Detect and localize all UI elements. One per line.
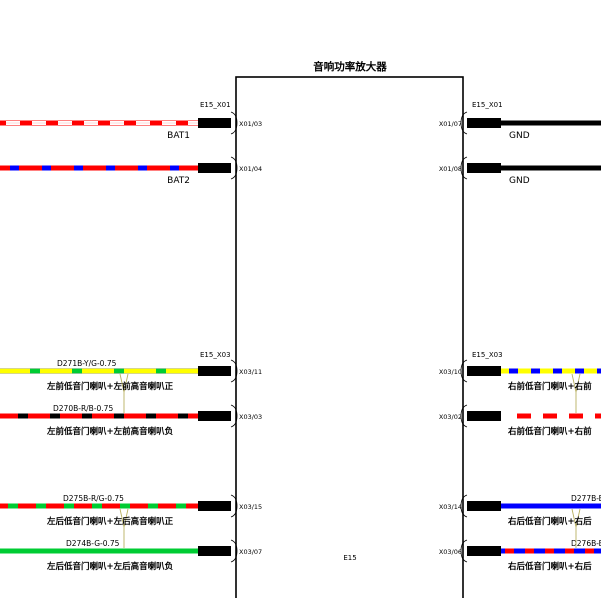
terminal-x03-07 [198, 546, 231, 556]
terminal-x03-03 [198, 411, 231, 421]
right-twist-links [571, 373, 581, 548]
desc-right-front-neg: 右前低音门喇叭+右前 [507, 426, 592, 437]
pin-label-x03-07: X03/07 [239, 548, 262, 556]
terminal-x03-10 [467, 366, 501, 376]
wire-label-d275b: D275B-R/G-0.75 [63, 494, 124, 503]
amplifier-module: 音响功率放大器 E15 [235, 60, 464, 598]
desc-left-front-pos: 左前低音门喇叭+左前高音喇叭正 [46, 381, 174, 392]
desc-right-front-pos: 右前低音门喇叭+右前 [507, 381, 592, 392]
left-twist-links [119, 373, 129, 548]
pin-label-x03-11: X03/11 [239, 368, 262, 376]
left-brackets [230, 111, 238, 563]
module-title: 音响功率放大器 [313, 60, 387, 73]
terminal-x03-14 [467, 501, 501, 511]
wire-label-d276b: D276B-B [571, 539, 601, 548]
left-wires [0, 120, 198, 554]
pin-label-x03-06: X03/06 [439, 548, 462, 556]
pin-label-x01-08: X01/08 [439, 165, 462, 173]
pin-label-x03-10: X03/10 [439, 368, 462, 376]
terminal-x01-04 [198, 163, 231, 173]
connector-label-right-x01: E15_X01 [472, 101, 503, 109]
signal-bat1: BAT1 [167, 131, 190, 141]
desc-left-front-neg: 左前低音门喇叭+左前高音喇叭负 [46, 426, 174, 437]
terminal-x03-11 [198, 366, 231, 376]
desc-right-rear-pos: 右后低音门喇叭+右后 [507, 516, 592, 527]
pin-label-x01-07: X01/07 [439, 120, 462, 128]
right-wires [501, 120, 601, 554]
wire-label-d270b: D270B-R/B-0.75 [53, 404, 113, 413]
wire-label-d271b: D271B-Y/G-0.75 [57, 359, 117, 368]
pin-label-x01-04: X01/04 [239, 165, 262, 173]
terminal-x01-07 [467, 118, 501, 128]
left-terminals [198, 118, 231, 556]
terminal-x03-15 [198, 501, 231, 511]
connector-label-left-x01: E15_X01 [200, 101, 231, 109]
signal-bat2: BAT2 [167, 176, 190, 186]
connector-label-right-x03: E15_X03 [472, 351, 503, 359]
wire-x03-11 [0, 368, 198, 374]
module-id-label: E15 [343, 554, 356, 562]
amplifier-box [235, 76, 464, 598]
wire-label-d277b: D277B-B [571, 494, 601, 503]
pin-label-x01-03: X01/03 [239, 120, 262, 128]
pin-label-x03-03: X03/03 [239, 413, 262, 421]
pin-label-x03-14: X03/14 [439, 503, 462, 511]
right-brackets [460, 111, 468, 563]
terminal-x01-03 [198, 118, 231, 128]
desc-left-rear-pos: 左后低音门喇叭+左后高音喇叭正 [46, 516, 174, 527]
terminal-x03-02 [467, 411, 501, 421]
wire-label-d274b: D274B-G-0.75 [66, 539, 120, 548]
desc-right-rear-neg: 右后低音门喇叭+右后 [507, 561, 592, 572]
pin-label-x03-02: X03/02 [439, 413, 462, 421]
terminal-x03-06 [467, 546, 501, 556]
pin-label-x03-15: X03/15 [239, 503, 262, 511]
terminal-x01-08 [467, 163, 501, 173]
right-terminals [467, 118, 501, 556]
signal-gnd-1: GND [509, 131, 530, 141]
desc-left-rear-neg: 左后低音门喇叭+左后高音喇叭负 [46, 561, 174, 572]
signal-gnd-2: GND [509, 176, 530, 186]
connector-label-left-x03: E15_X03 [200, 351, 231, 359]
